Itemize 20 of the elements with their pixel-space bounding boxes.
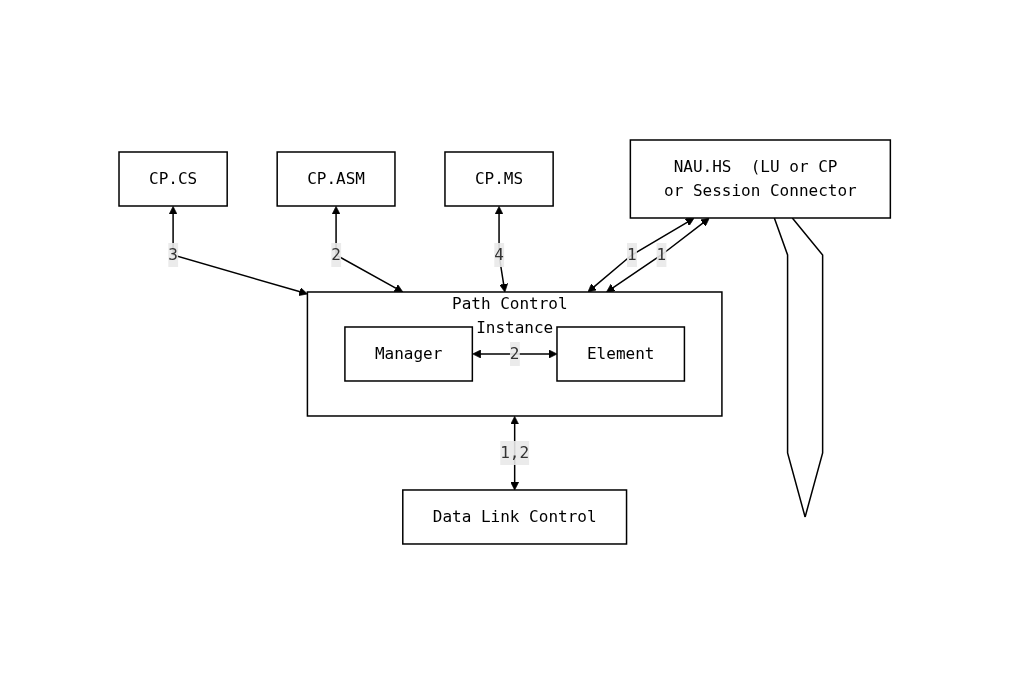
arrow xyxy=(494,206,509,293)
edge-label: 2 xyxy=(510,343,520,363)
edge-label: 1 xyxy=(656,245,667,264)
arrow xyxy=(332,206,404,293)
node-box: Manager xyxy=(344,326,474,382)
node-box: NAU.HS (LU or CP or Session Connector xyxy=(629,139,892,219)
connector xyxy=(773,217,824,518)
arrow xyxy=(587,217,695,293)
arrow xyxy=(472,349,558,359)
node-box: Element xyxy=(556,326,686,382)
edge-label: 3 xyxy=(168,245,179,264)
node-box: CP.CS xyxy=(118,151,229,207)
edge-label: 1 xyxy=(627,245,637,264)
arrow xyxy=(606,217,710,293)
edge-label: 1,2 xyxy=(500,442,530,462)
edge-label: 4 xyxy=(494,245,505,264)
node-box: CP.ASM xyxy=(276,151,397,207)
edge-label: 2 xyxy=(331,245,342,264)
node-box: Data Link Control xyxy=(402,489,628,545)
node-box: CP.MS xyxy=(444,151,555,207)
